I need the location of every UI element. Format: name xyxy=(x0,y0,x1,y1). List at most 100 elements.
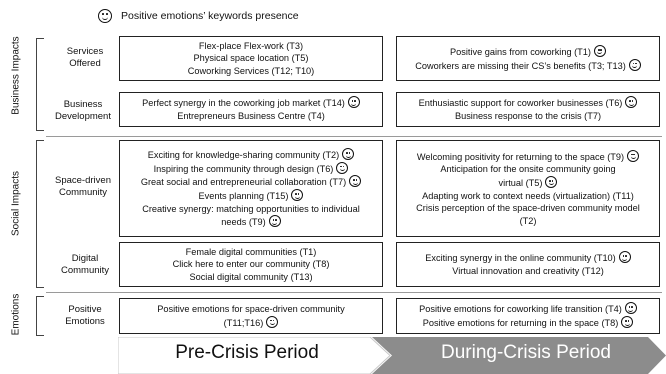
box-line: Positive gains from coworking (T1) xyxy=(450,44,606,59)
box-line-text: Female digital communities (T1) xyxy=(185,246,317,257)
box-line: Female digital communities (T1) xyxy=(186,246,317,259)
box-line: Enthusiastic support for coworker busine… xyxy=(419,96,638,110)
box-line: Creative synergy: matching opportunities… xyxy=(142,203,360,216)
box-line: Positive emotions for coworking life tra… xyxy=(419,302,637,316)
row-label-digital: Digital Community xyxy=(60,253,110,276)
row-label-space: Space-driven Community xyxy=(55,175,111,198)
smiley-icon xyxy=(618,251,631,264)
box-digital-pre: Female digital communities (T1) Click her… xyxy=(119,242,383,287)
during-crisis-label: During-Crisis Period xyxy=(441,342,611,363)
box-line: Click here to enter our community (T8) xyxy=(173,258,330,271)
box-line-text: Events planning (T15) xyxy=(198,191,289,201)
smiley-icon xyxy=(268,215,281,228)
box-line: Adapting work to context needs (virtuali… xyxy=(422,190,634,203)
box-line-text: (T2) xyxy=(519,215,537,226)
box-line-text: Welcoming positivity for returning to th… xyxy=(416,151,625,162)
period-arrow xyxy=(118,337,666,374)
legend: Positive emotions’ keywords presence xyxy=(98,9,299,23)
box-emotions-pre: Positive emotions for space-driven commu… xyxy=(119,298,383,334)
separator-1 xyxy=(46,136,662,137)
box-digital-during: Exciting synergy in the online community… xyxy=(396,242,660,287)
smiley-icon xyxy=(593,44,606,57)
smiley-icon xyxy=(336,161,349,174)
box-line: Exciting synergy in the online community… xyxy=(425,251,631,265)
smiley-icon xyxy=(621,316,634,328)
smiley-icon xyxy=(628,58,641,71)
during-crisis-arrow xyxy=(372,337,666,374)
box-line: Social digital community (T13) xyxy=(189,271,312,284)
box-line: Exciting for knowledge-sharing community… xyxy=(147,148,355,162)
box-line: Coworking Services (T12; T10) xyxy=(188,65,314,78)
box-line-text: Flex-place Flex-work (T3) xyxy=(198,40,304,51)
smiley-icon xyxy=(349,175,362,188)
smiley-icon xyxy=(342,148,355,161)
box-line: Crisis perception of the space-driven co… xyxy=(416,202,640,215)
row-label-business: Business Development xyxy=(55,99,111,122)
box-line-text: Inspiring the community through design (… xyxy=(153,163,334,174)
group-label-emotions: Emotions xyxy=(10,293,22,336)
box-line: Positive emotions for space-driven commu… xyxy=(157,303,344,316)
box-line-text: Perfect synergy in the coworking job mar… xyxy=(142,98,345,109)
smiley-icon xyxy=(291,189,304,201)
box-line-text: Enthusiastic support for coworker busine… xyxy=(418,98,623,109)
box-line: Anticipation for the onsite community go… xyxy=(440,163,615,176)
box-services-during: Positive gains from coworking (T1) Cowork… xyxy=(396,36,660,81)
box-line-text: Crisis perception of the space-driven co… xyxy=(416,203,640,214)
smiley-icon xyxy=(347,96,360,109)
box-line-text: Great social and entrepreneurial collabo… xyxy=(140,177,347,188)
separator-2 xyxy=(46,292,662,293)
box-line: Flex-place Flex-work (T3) xyxy=(199,40,303,53)
box-line-text: Adapting work to context needs (virtuali… xyxy=(422,190,634,201)
box-line: virtual (T5) xyxy=(498,175,558,190)
smiley-icon xyxy=(625,96,638,109)
box-line-text: Coworkers are missing their CS’s benefit… xyxy=(415,60,626,71)
box-line-text: Positive emotions for space-driven commu… xyxy=(157,303,345,314)
box-line-text: Business response to the crisis (T7) xyxy=(454,111,602,121)
box-line: Positive emotions for returning in the s… xyxy=(423,316,634,330)
box-line: needs (T9) xyxy=(221,215,281,229)
box-line-text: virtual (T5) xyxy=(498,177,543,188)
group-bracket-business xyxy=(36,38,44,131)
pre-crisis-label: Pre-Crisis Period xyxy=(175,342,319,363)
box-line-text: Positive emotions for returning in the s… xyxy=(422,318,619,328)
legend-text: Positive emotions’ keywords presence xyxy=(121,10,299,22)
box-line-text: needs (T9) xyxy=(221,217,266,228)
box-line: Virtual innovation and creativity (T12) xyxy=(452,265,604,278)
box-line: Perfect synergy in the coworking job mar… xyxy=(142,96,360,110)
box-line: Business response to the crisis (T7) xyxy=(455,110,601,123)
box-line-text: Virtual innovation and creativity (T12) xyxy=(452,266,604,276)
box-line: Coworkers are missing their CS’s benefit… xyxy=(415,58,641,73)
box-space-during: Welcoming positivity for returning to th… xyxy=(396,140,660,237)
group-bracket-social xyxy=(36,140,44,288)
box-line: (T11;T16) xyxy=(223,315,279,330)
row-label-emotions: Positive Emotions xyxy=(65,304,105,327)
box-line-text: Positive gains from coworking (T1) xyxy=(450,46,591,57)
box-line-text: (T11;T16) xyxy=(223,317,264,328)
box-business-during: Enthusiastic support for coworker busine… xyxy=(396,92,660,127)
box-line-text: Click here to enter our community (T8) xyxy=(172,259,330,270)
box-line-text: Exciting synergy in the online community… xyxy=(425,253,616,264)
smiley-icon xyxy=(627,149,640,162)
smiley-icon xyxy=(266,315,279,328)
box-line: Inspiring the community through design (… xyxy=(153,161,349,176)
box-line-text: Exciting for knowledge-sharing community… xyxy=(147,150,340,161)
box-line: Welcoming positivity for returning to th… xyxy=(416,149,640,164)
smiley-icon xyxy=(545,175,558,188)
box-line: (T2) xyxy=(520,215,537,228)
box-line: Physical space location (T5) xyxy=(194,52,309,65)
box-emotions-during: Positive emotions for coworking life tra… xyxy=(396,298,660,334)
box-line-text: Social digital community (T13) xyxy=(189,271,313,282)
box-line-text: Positive emotions for coworking life tra… xyxy=(419,304,622,315)
box-line-text: Creative synergy: matching opportunities… xyxy=(142,203,360,214)
group-label-social: Social Impacts xyxy=(10,170,22,237)
box-line-text: Physical space location (T5) xyxy=(193,53,309,64)
box-line: Events planning (T15) xyxy=(199,189,304,203)
smiley-icon xyxy=(624,302,637,315)
pre-crisis-arrow xyxy=(118,337,391,374)
box-line-text: Anticipation for the onsite community go… xyxy=(440,164,616,175)
box-line-text: Entrepreneurs Business Centre (T4) xyxy=(177,111,325,121)
box-line-text: Coworking Services (T12; T10) xyxy=(187,65,315,76)
box-line: Entrepreneurs Business Centre (T4) xyxy=(177,110,325,123)
box-space-pre: Exciting for knowledge-sharing community… xyxy=(119,140,383,237)
box-services-pre: Flex-place Flex-work (T3) Physical space … xyxy=(119,36,383,81)
